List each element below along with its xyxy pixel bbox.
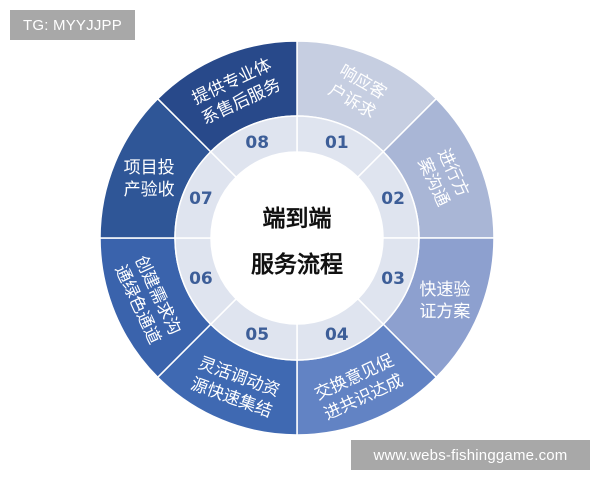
- segment-label-line2: 证方案: [419, 302, 470, 322]
- center-circle: [211, 152, 383, 324]
- segment-numbers: 01 02 03 04 05 06 07 08: [189, 133, 405, 345]
- center-title-line1: 端到端: [263, 206, 332, 232]
- segment-number-08: 08: [245, 133, 269, 153]
- segment-number-04: 04: [325, 325, 349, 345]
- segment-number-05: 05: [245, 325, 269, 345]
- segment-label-line1: 快速验: [419, 280, 470, 300]
- watermark-top: TG: MYYJJPP: [10, 10, 135, 40]
- center-title-line2: 服务流程: [251, 251, 343, 278]
- watermark-bottom: www.webs-fishinggame.com: [351, 440, 590, 470]
- segment-label-line2: 产验收: [124, 180, 175, 200]
- segment-number-02: 02: [381, 189, 405, 209]
- segment-number-01: 01: [325, 133, 349, 153]
- segment-number-03: 03: [381, 269, 405, 289]
- segment-number-06: 06: [189, 269, 213, 289]
- segment-label-line1: 项目投: [124, 158, 175, 178]
- inner-ring: [174, 115, 420, 361]
- segment-number-07: 07: [189, 189, 213, 209]
